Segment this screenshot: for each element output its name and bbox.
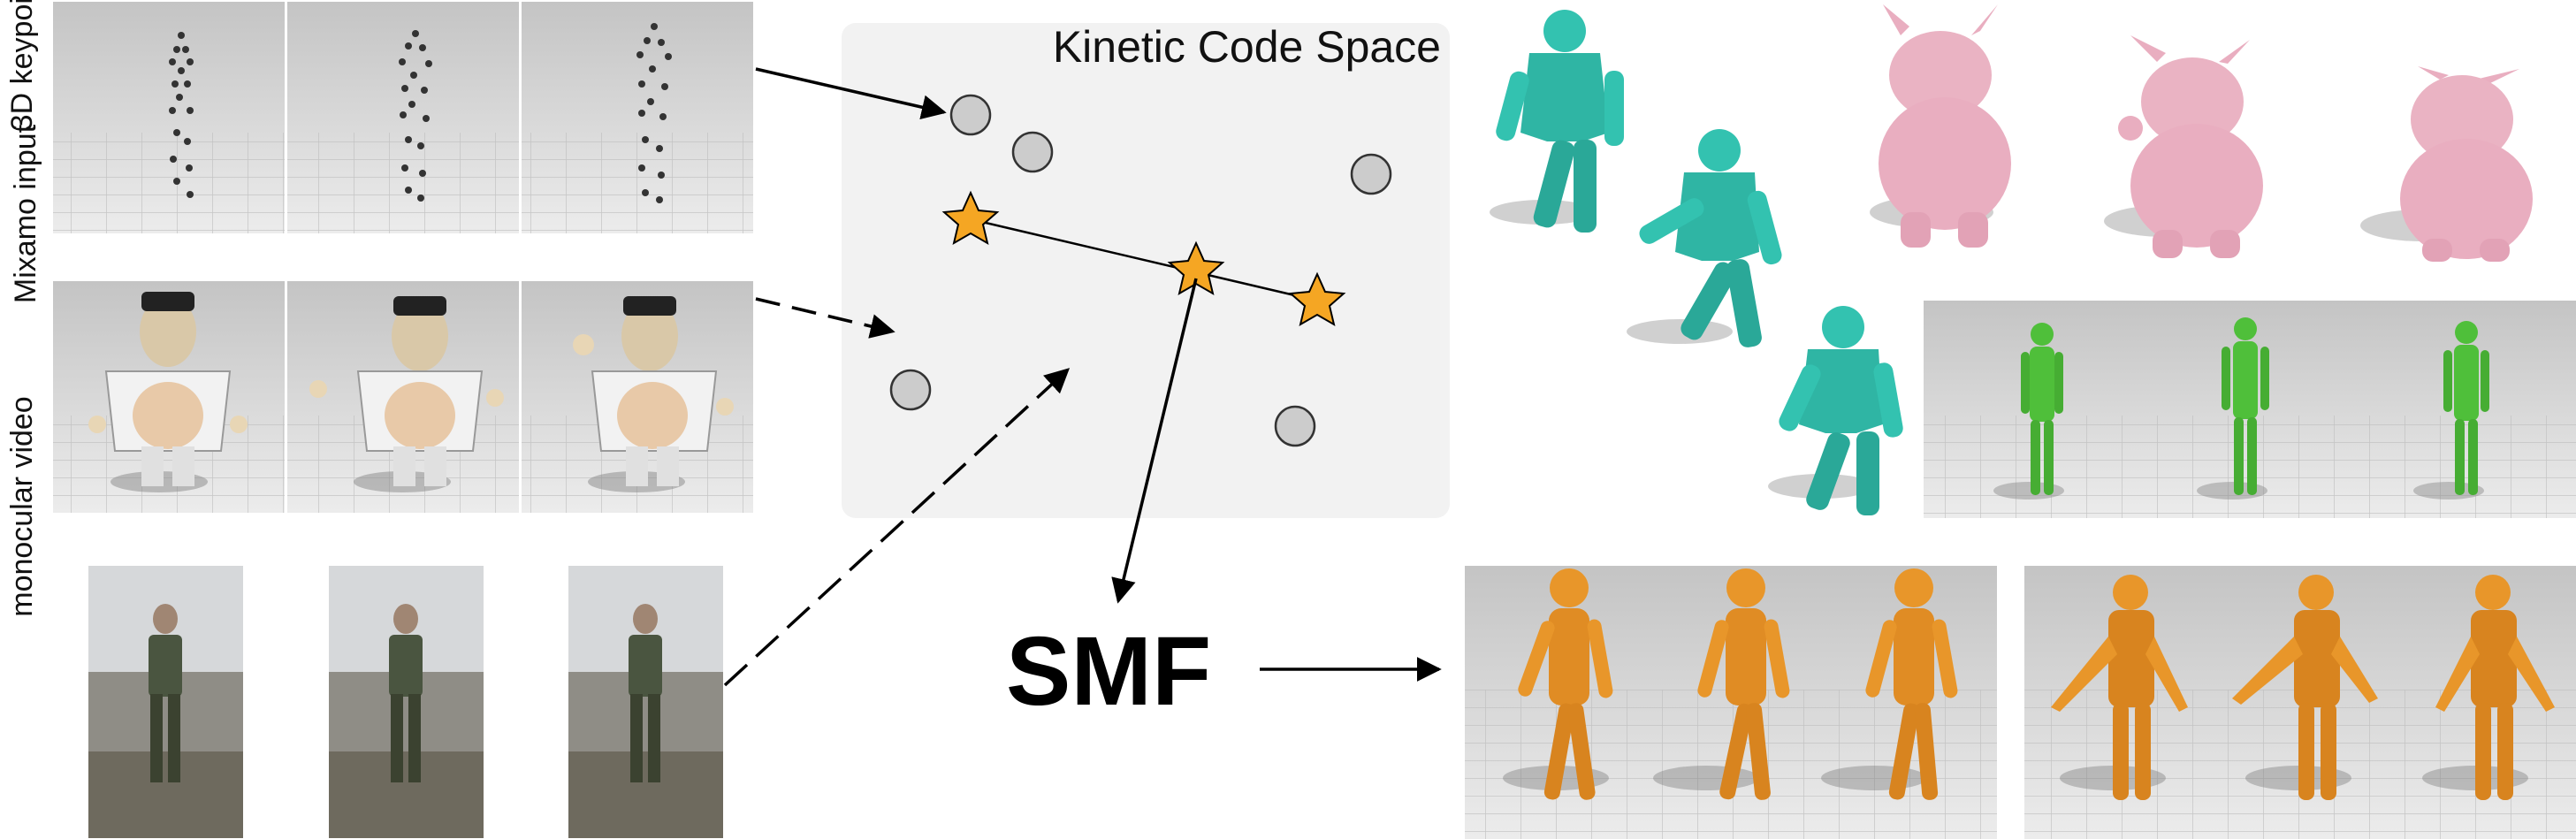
code-point bbox=[889, 369, 932, 411]
code-point bbox=[1350, 153, 1392, 195]
arrow-to-smf bbox=[1111, 278, 1198, 604]
orange-human-panels bbox=[1465, 566, 1997, 839]
arrow-mixamo bbox=[755, 297, 896, 339]
pink-rabbit-2 bbox=[2104, 35, 2263, 258]
star-code bbox=[941, 190, 1000, 246]
green-mesh-1 bbox=[1993, 323, 2064, 500]
code-point bbox=[1274, 405, 1316, 447]
kinetic-code-space: Kinetic Code Space bbox=[842, 22, 1450, 518]
keypoints-panels bbox=[53, 2, 753, 233]
green-mesh-3 bbox=[2413, 321, 2489, 500]
mixamo-panels bbox=[53, 281, 753, 513]
video-frames bbox=[88, 566, 723, 838]
green-mesh-2 bbox=[2197, 317, 2269, 500]
arrow-video bbox=[723, 368, 1071, 687]
interpolation-line bbox=[970, 217, 1318, 302]
teal-humanoid-1 bbox=[1490, 10, 1624, 233]
pink-rabbit-3 bbox=[2360, 66, 2533, 262]
code-point bbox=[949, 94, 992, 136]
orange-creature-1 bbox=[2051, 575, 2188, 800]
orange-creature-2 bbox=[2232, 575, 2378, 800]
pink-rabbits bbox=[1870, 4, 2533, 262]
mixamo-panel-1 bbox=[53, 281, 285, 513]
orange-human-2 bbox=[1653, 568, 1790, 800]
kinetic-space-title: Kinetic Code Space bbox=[1053, 22, 1441, 72]
video-frame-1 bbox=[88, 566, 243, 838]
orange-creature-3 bbox=[2422, 575, 2555, 800]
green-mesh-panels bbox=[1924, 301, 2576, 518]
arrows bbox=[723, 67, 1442, 687]
keypoints-panel-1 bbox=[53, 2, 285, 233]
arrow-keypoints bbox=[755, 67, 947, 119]
orange-human-1 bbox=[1503, 568, 1613, 800]
keypoints-panel-2 bbox=[287, 2, 519, 233]
teal-humanoids bbox=[1490, 10, 1903, 515]
teal-humanoid-3 bbox=[1768, 306, 1903, 515]
mixamo-panel-2 bbox=[287, 281, 519, 513]
keypoints-panel-3 bbox=[522, 2, 753, 233]
code-point bbox=[1011, 131, 1054, 173]
star-code bbox=[1288, 271, 1346, 327]
video-frame-2 bbox=[329, 566, 484, 838]
smf-label: SMF bbox=[1006, 617, 1211, 726]
teal-humanoid-2 bbox=[1627, 129, 1782, 347]
video-frame-3 bbox=[568, 566, 723, 838]
mixamo-panel-3 bbox=[522, 281, 753, 513]
orange-creature-panels bbox=[2024, 566, 2576, 839]
pink-rabbit-1 bbox=[1870, 4, 2011, 248]
orange-human-3 bbox=[1821, 568, 1958, 800]
